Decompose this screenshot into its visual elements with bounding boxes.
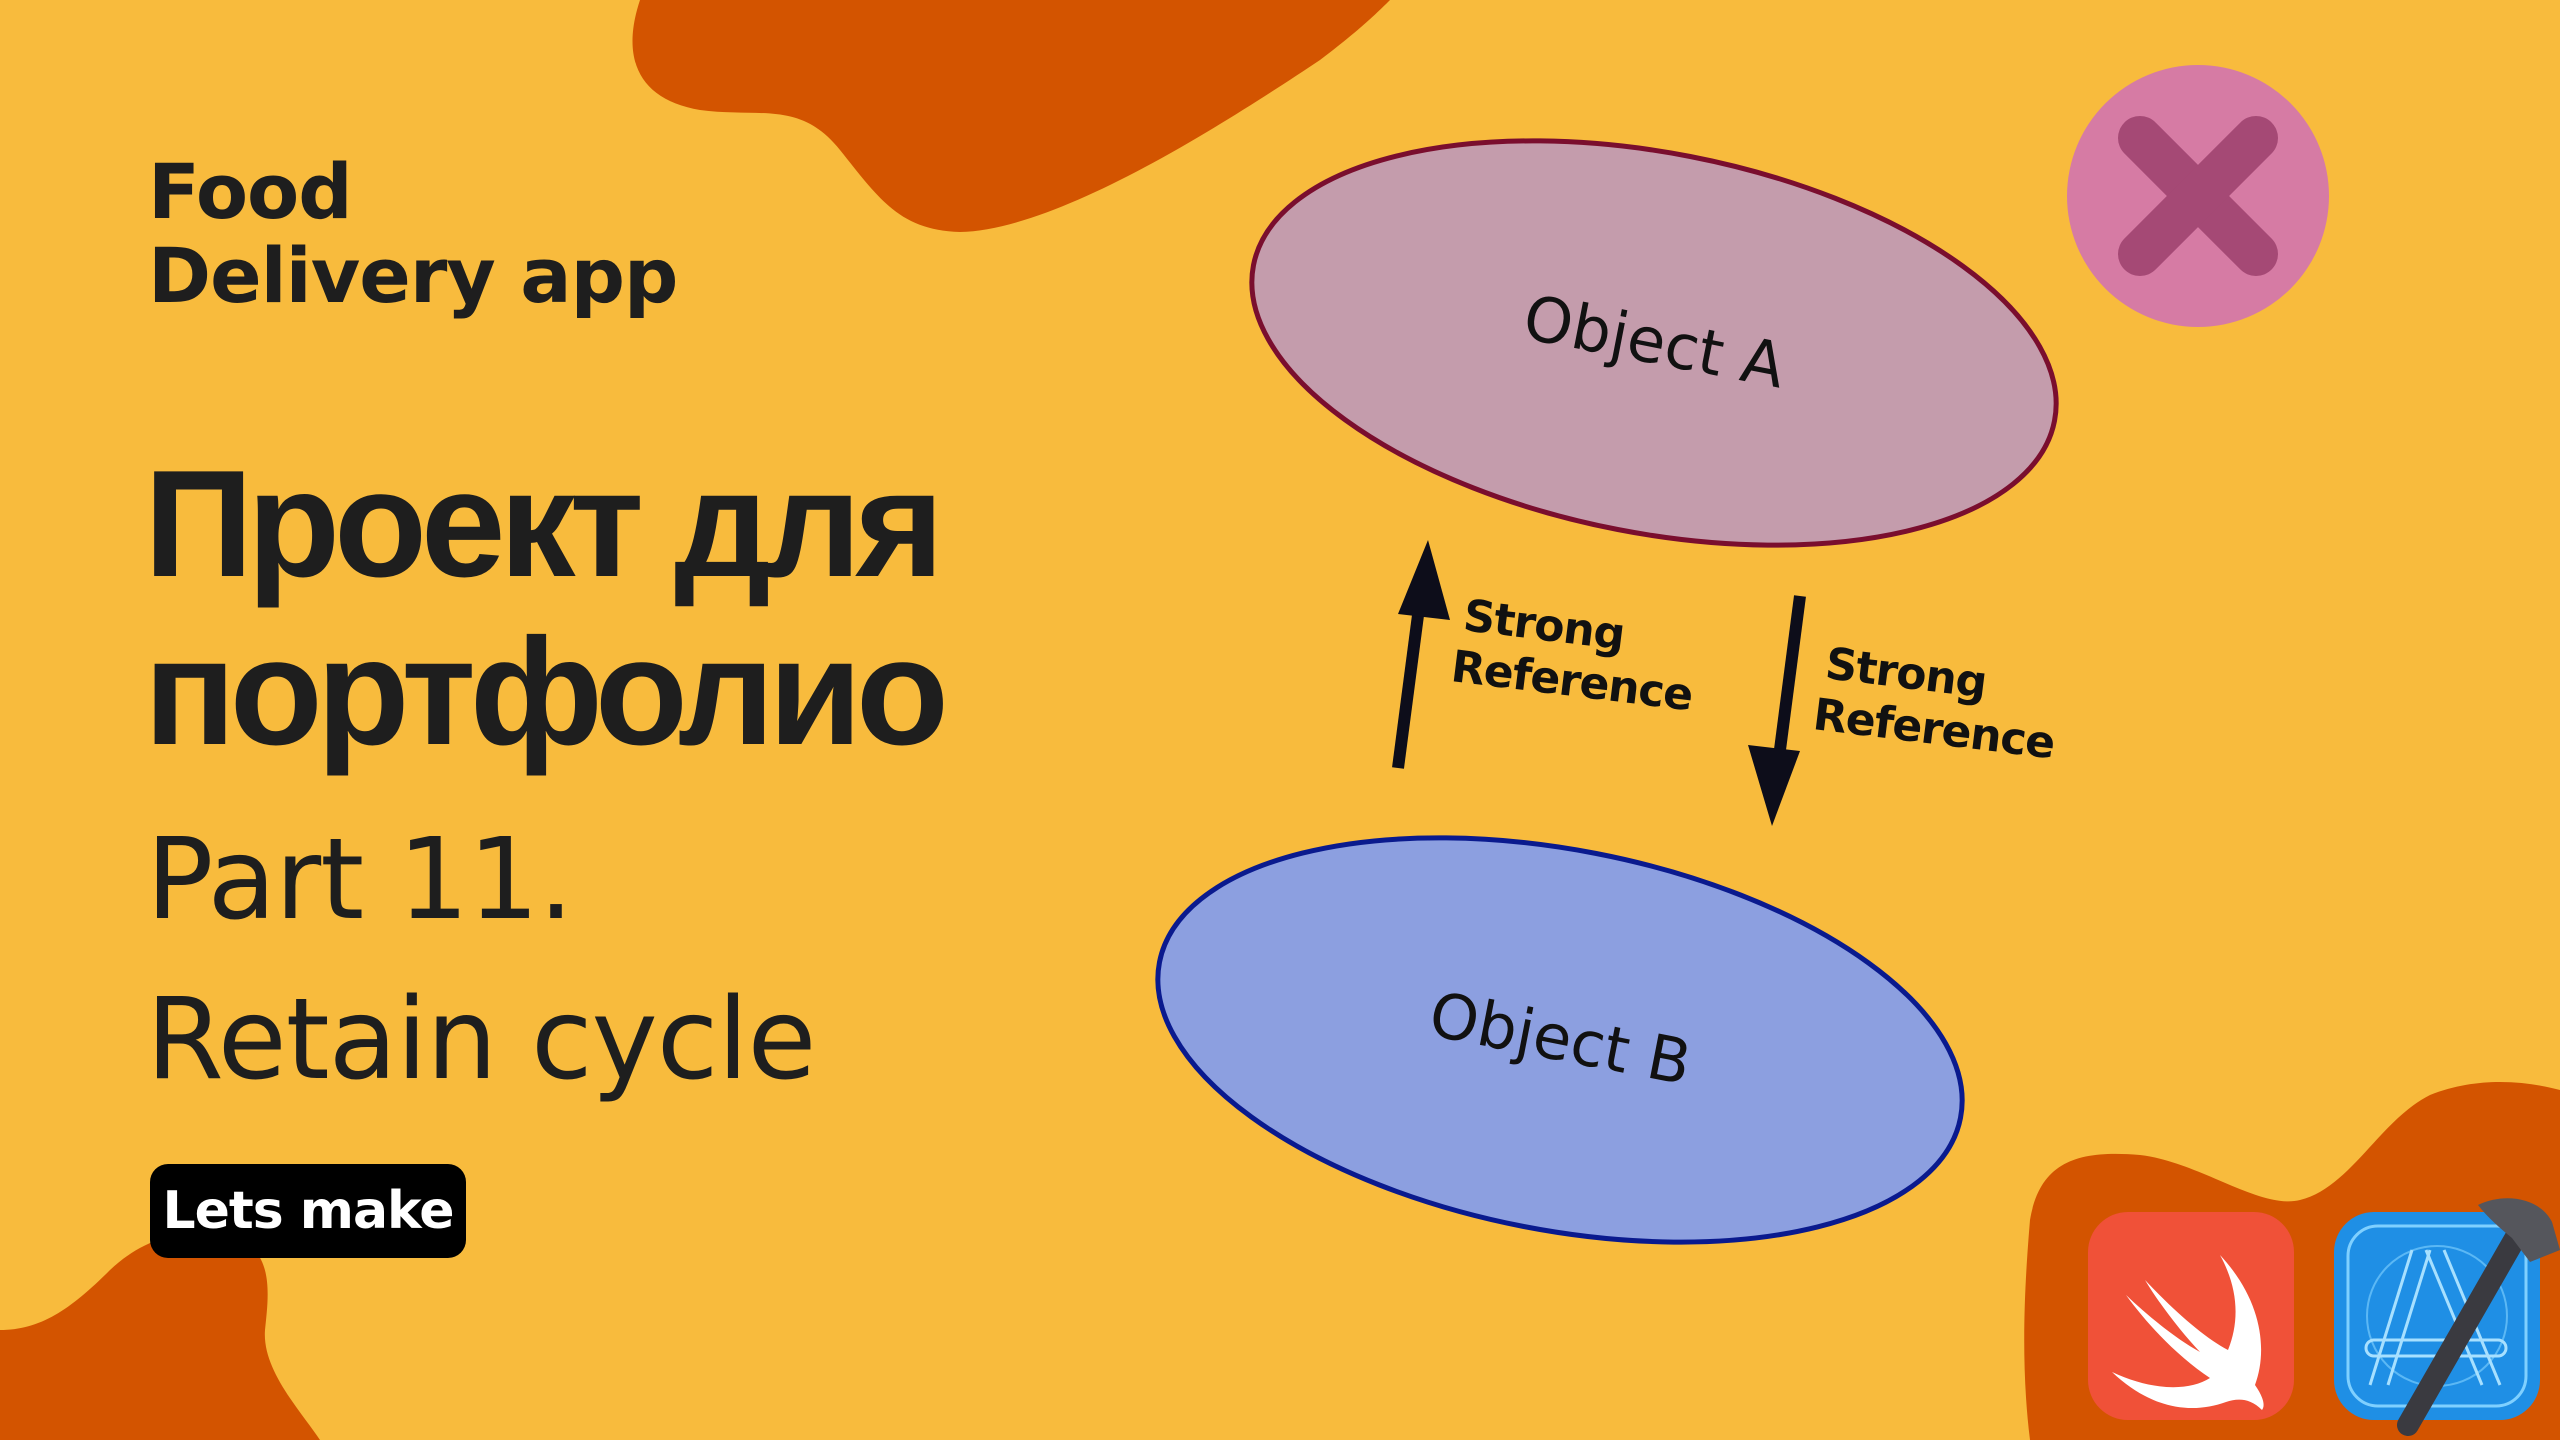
headline-line-1: Проект для [144, 439, 944, 609]
svg-text:Strong Reference: Strong Reference [1810, 638, 2063, 770]
arrow-up-head-icon [1398, 540, 1450, 620]
swift-logo-icon [2088, 1212, 2294, 1420]
lets-make-button[interactable]: Lets make [150, 1164, 466, 1258]
svg-text:Strong Reference: Strong Reference [1448, 590, 1701, 722]
arrow-up-label: Strong Reference [1448, 590, 1701, 722]
bottom-left-blob [0, 1232, 320, 1440]
arrow-down-head-icon [1748, 745, 1800, 826]
xcode-logo-icon [2334, 1198, 2560, 1436]
page-title: Проект для портфолио [144, 439, 949, 777]
object-a-node: Object A [1249, 138, 2059, 548]
hammer-icon [2397, 1198, 2560, 1436]
part-number: Part 11. [146, 815, 574, 945]
top-blob [632, 0, 1390, 232]
object-b-node: Object B [1155, 835, 1965, 1245]
arrow-down [1748, 595, 1806, 826]
headline-line-2: портфолио [144, 607, 949, 777]
close-badge [2067, 65, 2329, 327]
topic-title: Retain cycle [146, 975, 816, 1105]
episode-title: Part 11. Retain cycle [146, 800, 816, 1120]
arrow-down-label: Strong Reference [1810, 638, 2063, 770]
subtitle-line-2: Delivery app [148, 231, 678, 320]
arrow-up [1392, 540, 1450, 769]
close-icon [2118, 116, 2278, 276]
subtitle-line-1: Food [148, 147, 353, 236]
series-subtitle: Food Delivery app [148, 147, 678, 320]
